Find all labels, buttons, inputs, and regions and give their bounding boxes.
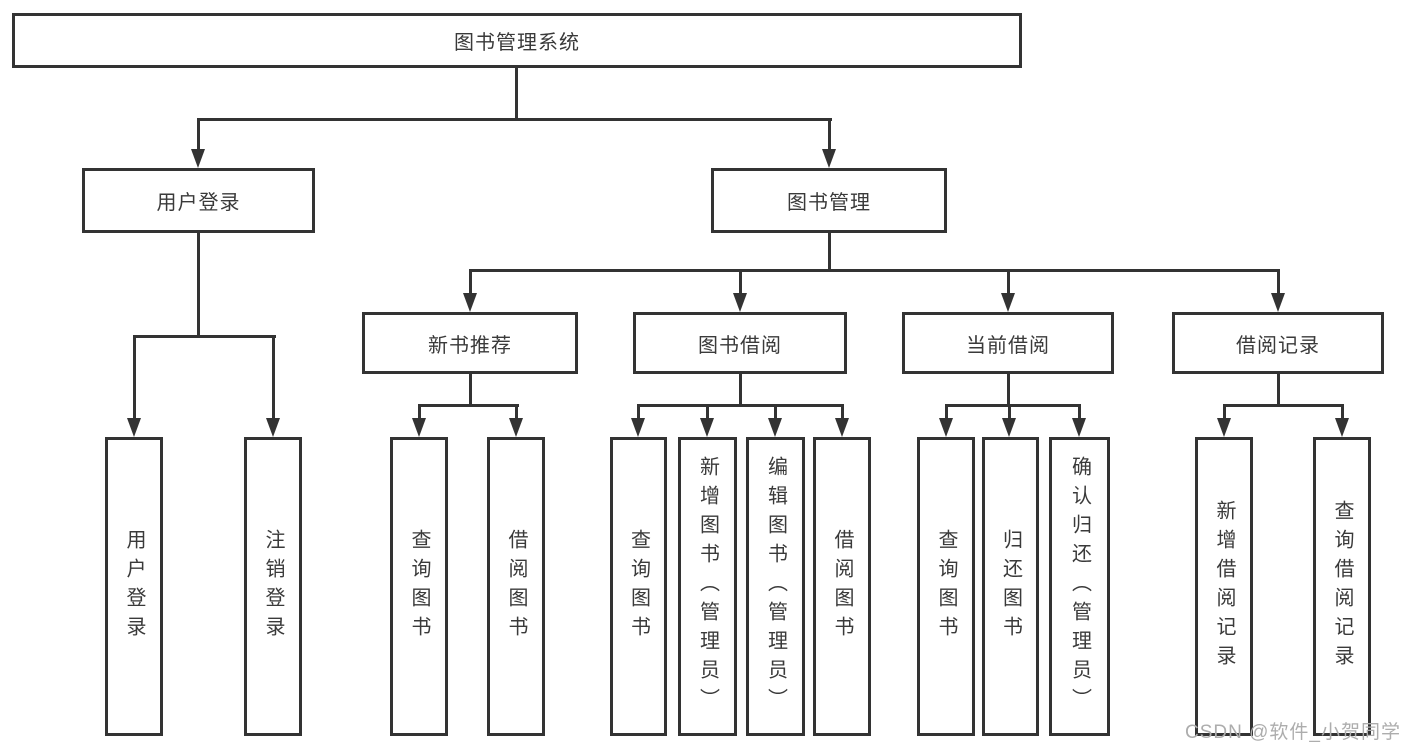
arrowhead-return-books xyxy=(1002,418,1016,437)
connector-book-management-stem xyxy=(828,231,831,272)
leaf-label: 新增借阅记录 xyxy=(1213,499,1235,674)
connector-book-borrowing-rail xyxy=(637,404,843,407)
node-leaf-borrow-books-borrowing: 借阅图书 xyxy=(813,437,871,736)
node-current-borrowing: 当前借阅 xyxy=(902,312,1114,374)
leaf-label: 确认归还（管理员） xyxy=(1068,456,1091,717)
connector-current-borrowing-stem xyxy=(1007,372,1010,407)
node-leaf-return-books: 归还图书 xyxy=(982,437,1039,736)
node-new-book-recommend: 新书推荐 xyxy=(362,312,578,374)
arrowhead-book-management xyxy=(822,149,836,168)
connector-user-login-rail xyxy=(133,335,276,338)
connector-level3-rail xyxy=(469,269,1280,272)
leaf-label: 注销登录 xyxy=(262,528,284,645)
leaf-label: 编辑图书（管理员） xyxy=(764,456,787,717)
connector-drop-borrow-books-a xyxy=(515,404,518,420)
node-leaf-add-books-admin: 新增图书（管理员） xyxy=(678,437,737,736)
csdn-watermark: CSDN @软件_小贺同学 xyxy=(1185,722,1401,743)
connector-drop-new-book xyxy=(469,269,472,295)
connector-user-login-stem xyxy=(197,231,200,338)
node-leaf-confirm-return-admin: 确认归还（管理员） xyxy=(1049,437,1110,736)
connector-new-book-rail xyxy=(418,404,519,407)
leaf-label: 新增图书（管理员） xyxy=(696,456,719,717)
connector-drop-add-record xyxy=(1223,404,1226,420)
connector-drop-current-borrowing xyxy=(1007,269,1010,295)
arrowhead-book-borrowing xyxy=(733,293,747,312)
node-leaf-user-login: 用户登录 xyxy=(105,437,163,736)
connector-drop-user-login xyxy=(197,118,200,152)
leaf-label: 查询图书 xyxy=(627,528,650,645)
connector-drop-query-books-b xyxy=(637,404,640,420)
leaf-label: 归还图书 xyxy=(999,528,1022,645)
connector-drop-confirm-return xyxy=(1078,404,1081,420)
arrowhead-query-books-a xyxy=(412,418,426,437)
leaf-label: 借阅图书 xyxy=(505,528,527,645)
node-leaf-query-books-current: 查询图书 xyxy=(917,437,975,736)
leaf-label: 借阅图书 xyxy=(831,528,853,645)
connector-root-stem xyxy=(515,66,518,120)
arrowhead-query-books-b xyxy=(631,418,645,437)
arrowhead-add-books xyxy=(700,418,714,437)
connector-drop-query-books-c xyxy=(945,404,948,420)
arrowhead-logout-leaf xyxy=(266,418,280,437)
leaf-label: 用户登录 xyxy=(123,528,145,645)
leaf-label: 查询图书 xyxy=(408,528,430,645)
connector-drop-borrowing-records xyxy=(1277,269,1280,295)
arrowhead-edit-books xyxy=(768,418,782,437)
node-book-management: 图书管理 xyxy=(711,168,947,233)
connector-drop-logout-leaf xyxy=(272,335,275,420)
node-book-borrowing: 图书借阅 xyxy=(633,312,847,374)
node-library-system: 图书管理系统 xyxy=(12,13,1022,68)
connector-drop-edit-books xyxy=(774,404,777,420)
connector-current-borrowing-rail xyxy=(945,404,1081,407)
arrowhead-borrowing-records xyxy=(1271,293,1285,312)
connector-level2-rail xyxy=(197,118,832,121)
arrowhead-user-login xyxy=(191,149,205,168)
connector-drop-book-management xyxy=(828,118,831,152)
connector-book-borrowing-stem xyxy=(739,372,742,407)
arrowhead-add-record xyxy=(1217,418,1231,437)
node-leaf-borrow-books-recommend: 借阅图书 xyxy=(487,437,545,736)
arrowhead-confirm-return xyxy=(1072,418,1086,437)
connector-drop-book-borrowing xyxy=(739,269,742,295)
connector-new-book-stem xyxy=(469,372,472,407)
arrowhead-new-book xyxy=(463,293,477,312)
connector-borrowing-records-stem xyxy=(1277,372,1280,407)
arrowhead-borrow-books-a xyxy=(509,418,523,437)
arrowhead-login-leaf xyxy=(127,418,141,437)
connector-drop-borrow-books-b xyxy=(841,404,844,420)
node-leaf-edit-books-admin: 编辑图书（管理员） xyxy=(746,437,805,736)
connector-drop-return-books xyxy=(1008,404,1011,420)
node-user-login: 用户登录 xyxy=(82,168,315,233)
connector-borrowing-records-rail xyxy=(1223,404,1344,407)
connector-drop-query-books-a xyxy=(418,404,421,420)
connector-drop-add-books xyxy=(706,404,709,420)
leaf-label: 查询图书 xyxy=(935,528,957,645)
leaf-label: 查询借阅记录 xyxy=(1331,499,1353,674)
node-leaf-logout: 注销登录 xyxy=(244,437,302,736)
arrowhead-query-books-c xyxy=(939,418,953,437)
connector-drop-query-record xyxy=(1341,404,1344,420)
node-leaf-add-borrow-record: 新增借阅记录 xyxy=(1195,437,1253,736)
arrowhead-query-record xyxy=(1335,418,1349,437)
node-borrowing-records: 借阅记录 xyxy=(1172,312,1384,374)
arrowhead-current-borrowing xyxy=(1001,293,1015,312)
arrowhead-borrow-books-b xyxy=(835,418,849,437)
connector-drop-login-leaf xyxy=(133,335,136,420)
node-leaf-query-borrow-record: 查询借阅记录 xyxy=(1313,437,1371,736)
node-leaf-query-books-borrowing: 查询图书 xyxy=(610,437,667,736)
node-leaf-query-books-recommend: 查询图书 xyxy=(390,437,448,736)
